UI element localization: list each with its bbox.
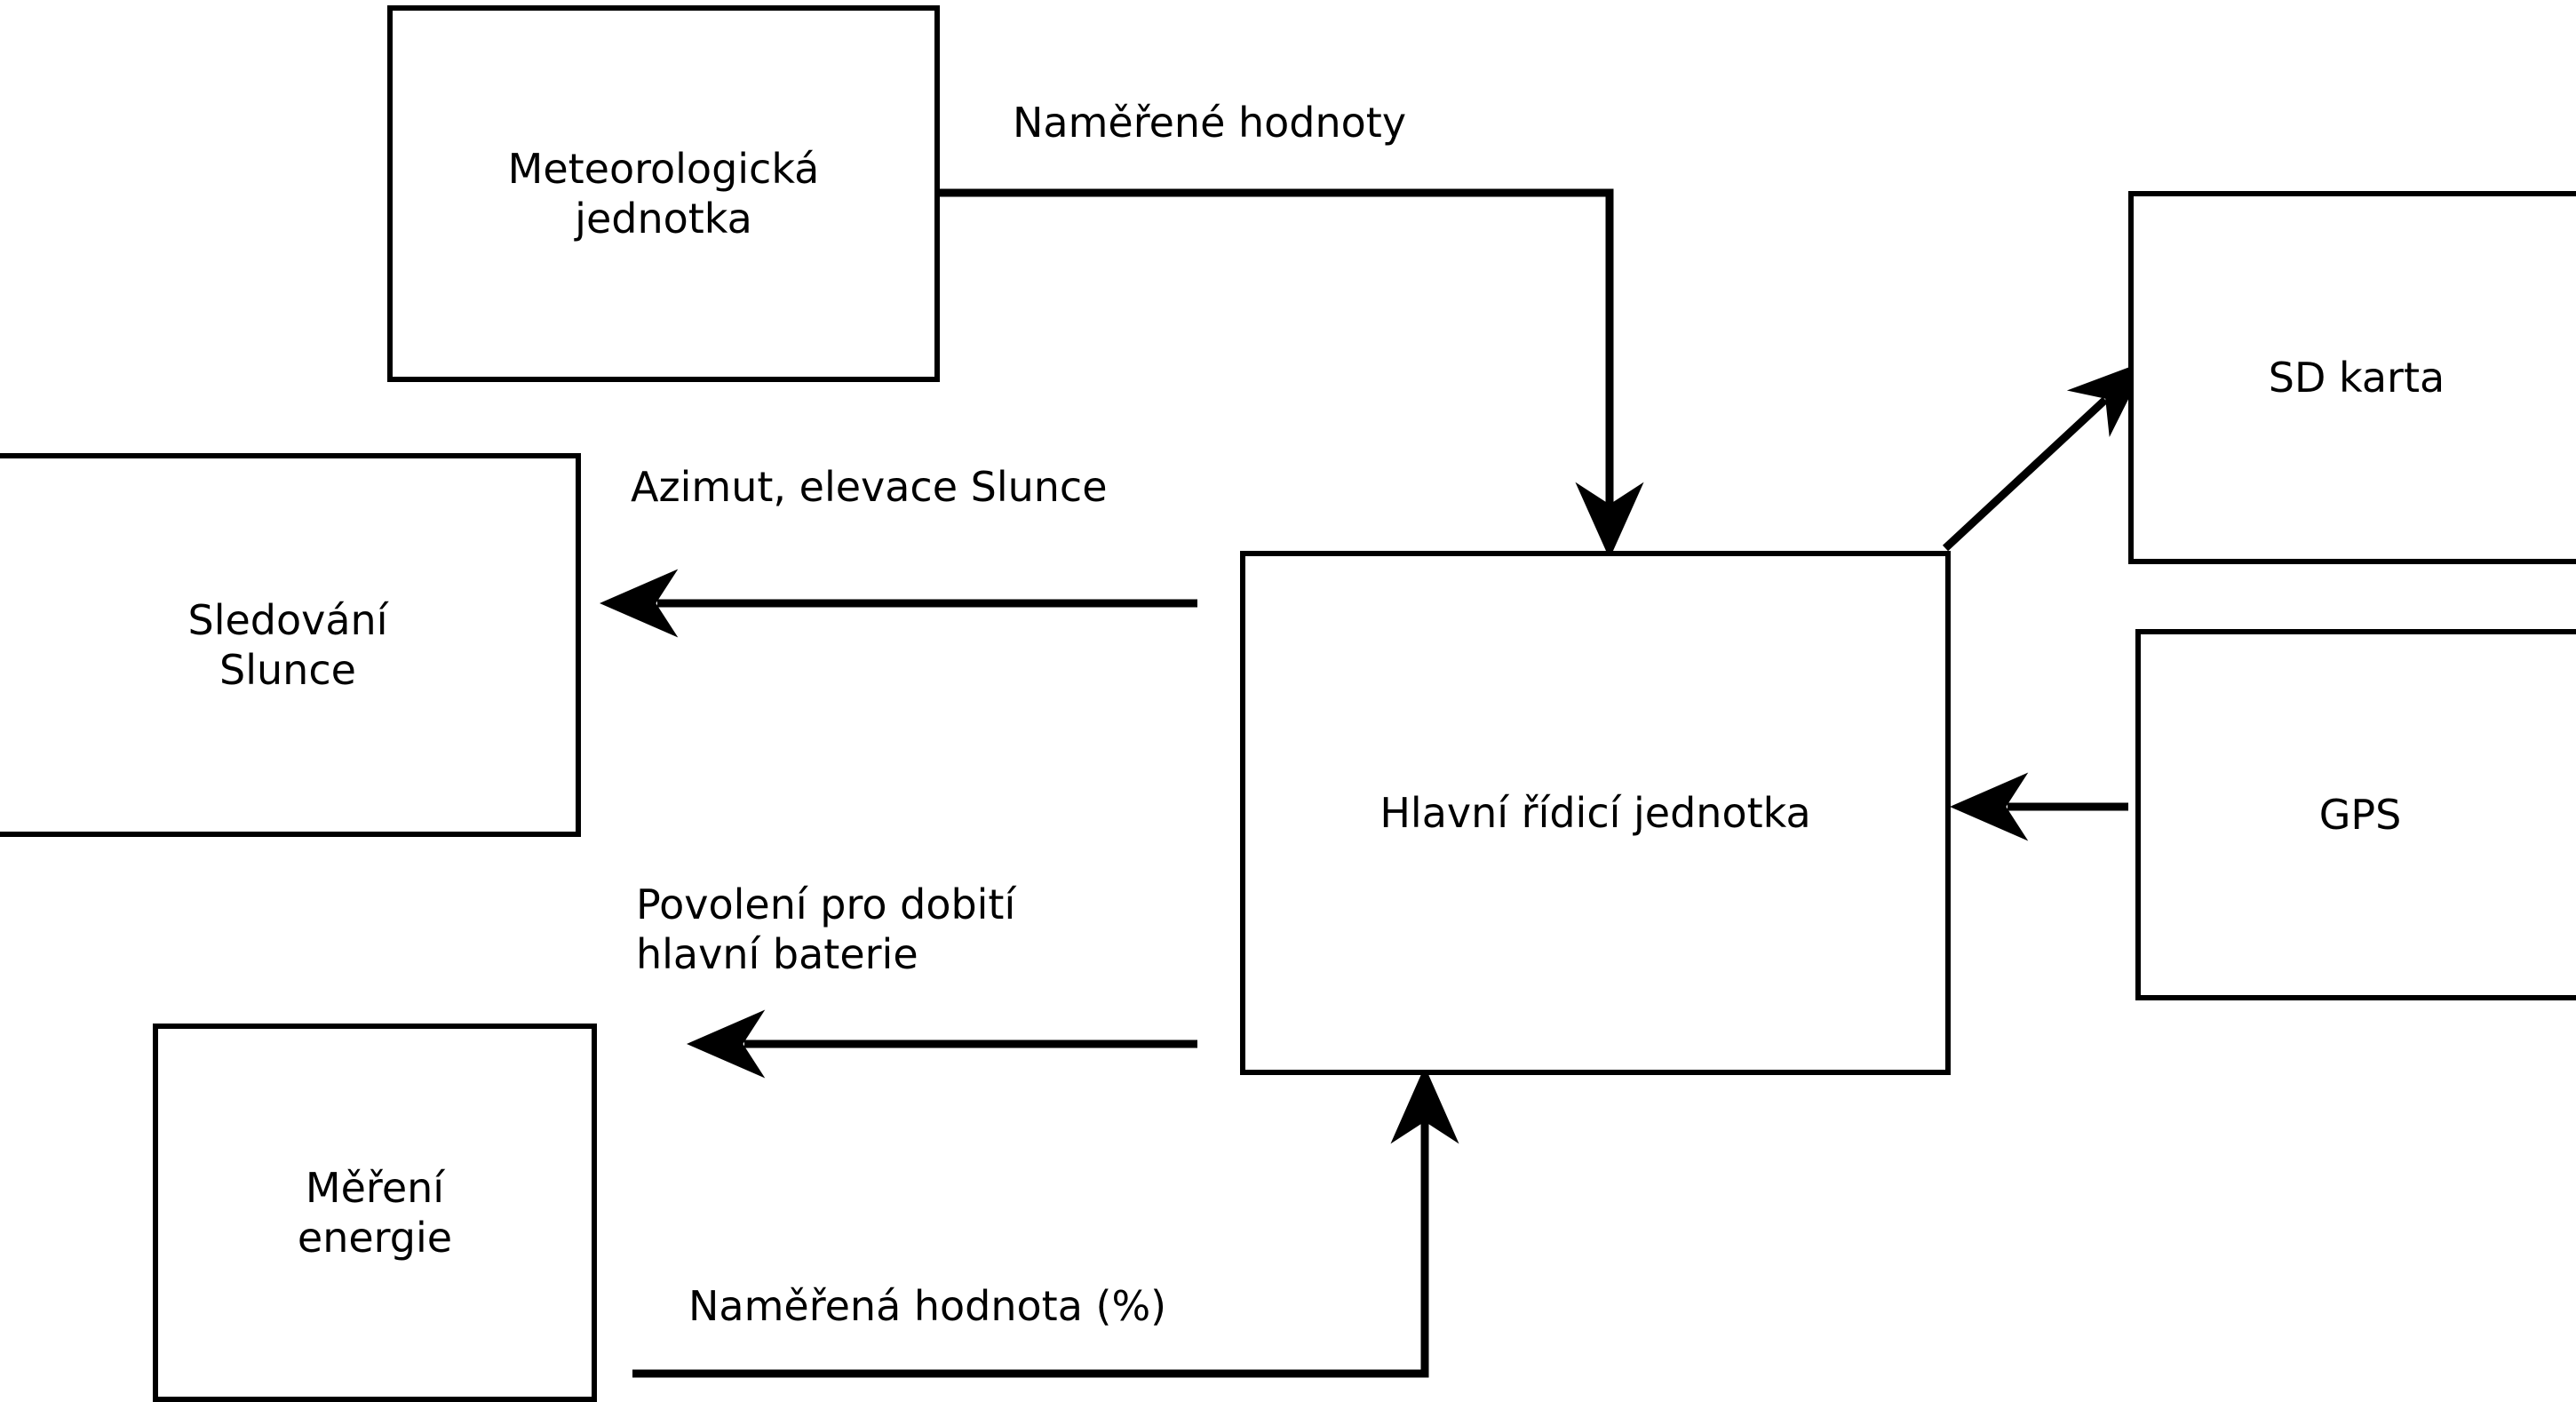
node-sd-karta[interactable]: SD karta (2128, 191, 2576, 564)
connector-main-to-energy (686, 1009, 1197, 1079)
node-mereni-energie[interactable]: Měření energie (153, 1024, 597, 1402)
edge-label-povoleni-pro-dobiti: Povolení pro dobití hlavní baterie (636, 880, 1016, 979)
node-label: GPS (2318, 790, 2402, 839)
connector-meteo-to-main (940, 188, 1644, 559)
connector-main-to-sd (1942, 360, 2149, 552)
edge-label-azimut-elevace-slunce: Azimut, elevace Slunce (631, 463, 1108, 511)
node-meteorologicka-jednotka[interactable]: Meteorologická jednotka (387, 5, 940, 382)
edge-label-namerene-hodnoty: Naměřené hodnoty (1013, 99, 1407, 147)
node-label: Měření energie (297, 1163, 453, 1262)
edge-label-namerena-hodnota: Naměřená hodnota (%) (688, 1282, 1167, 1330)
node-label: Hlavní řídicí jednotka (1379, 788, 1811, 837)
connector-gps-to-main (1949, 772, 2128, 841)
node-label: SD karta (2268, 353, 2445, 402)
node-sledovani-slunce[interactable]: Sledování Slunce (0, 453, 581, 837)
node-hlavni-ridici-jednotka[interactable]: Hlavní řídicí jednotka (1240, 551, 1951, 1075)
node-label: Sledování Slunce (187, 595, 388, 694)
node-gps[interactable]: GPS (2135, 629, 2576, 1000)
connector-main-to-sun (599, 569, 1197, 638)
node-label: Meteorologická jednotka (507, 144, 820, 243)
connector-energy-to-main (632, 1066, 1459, 1378)
